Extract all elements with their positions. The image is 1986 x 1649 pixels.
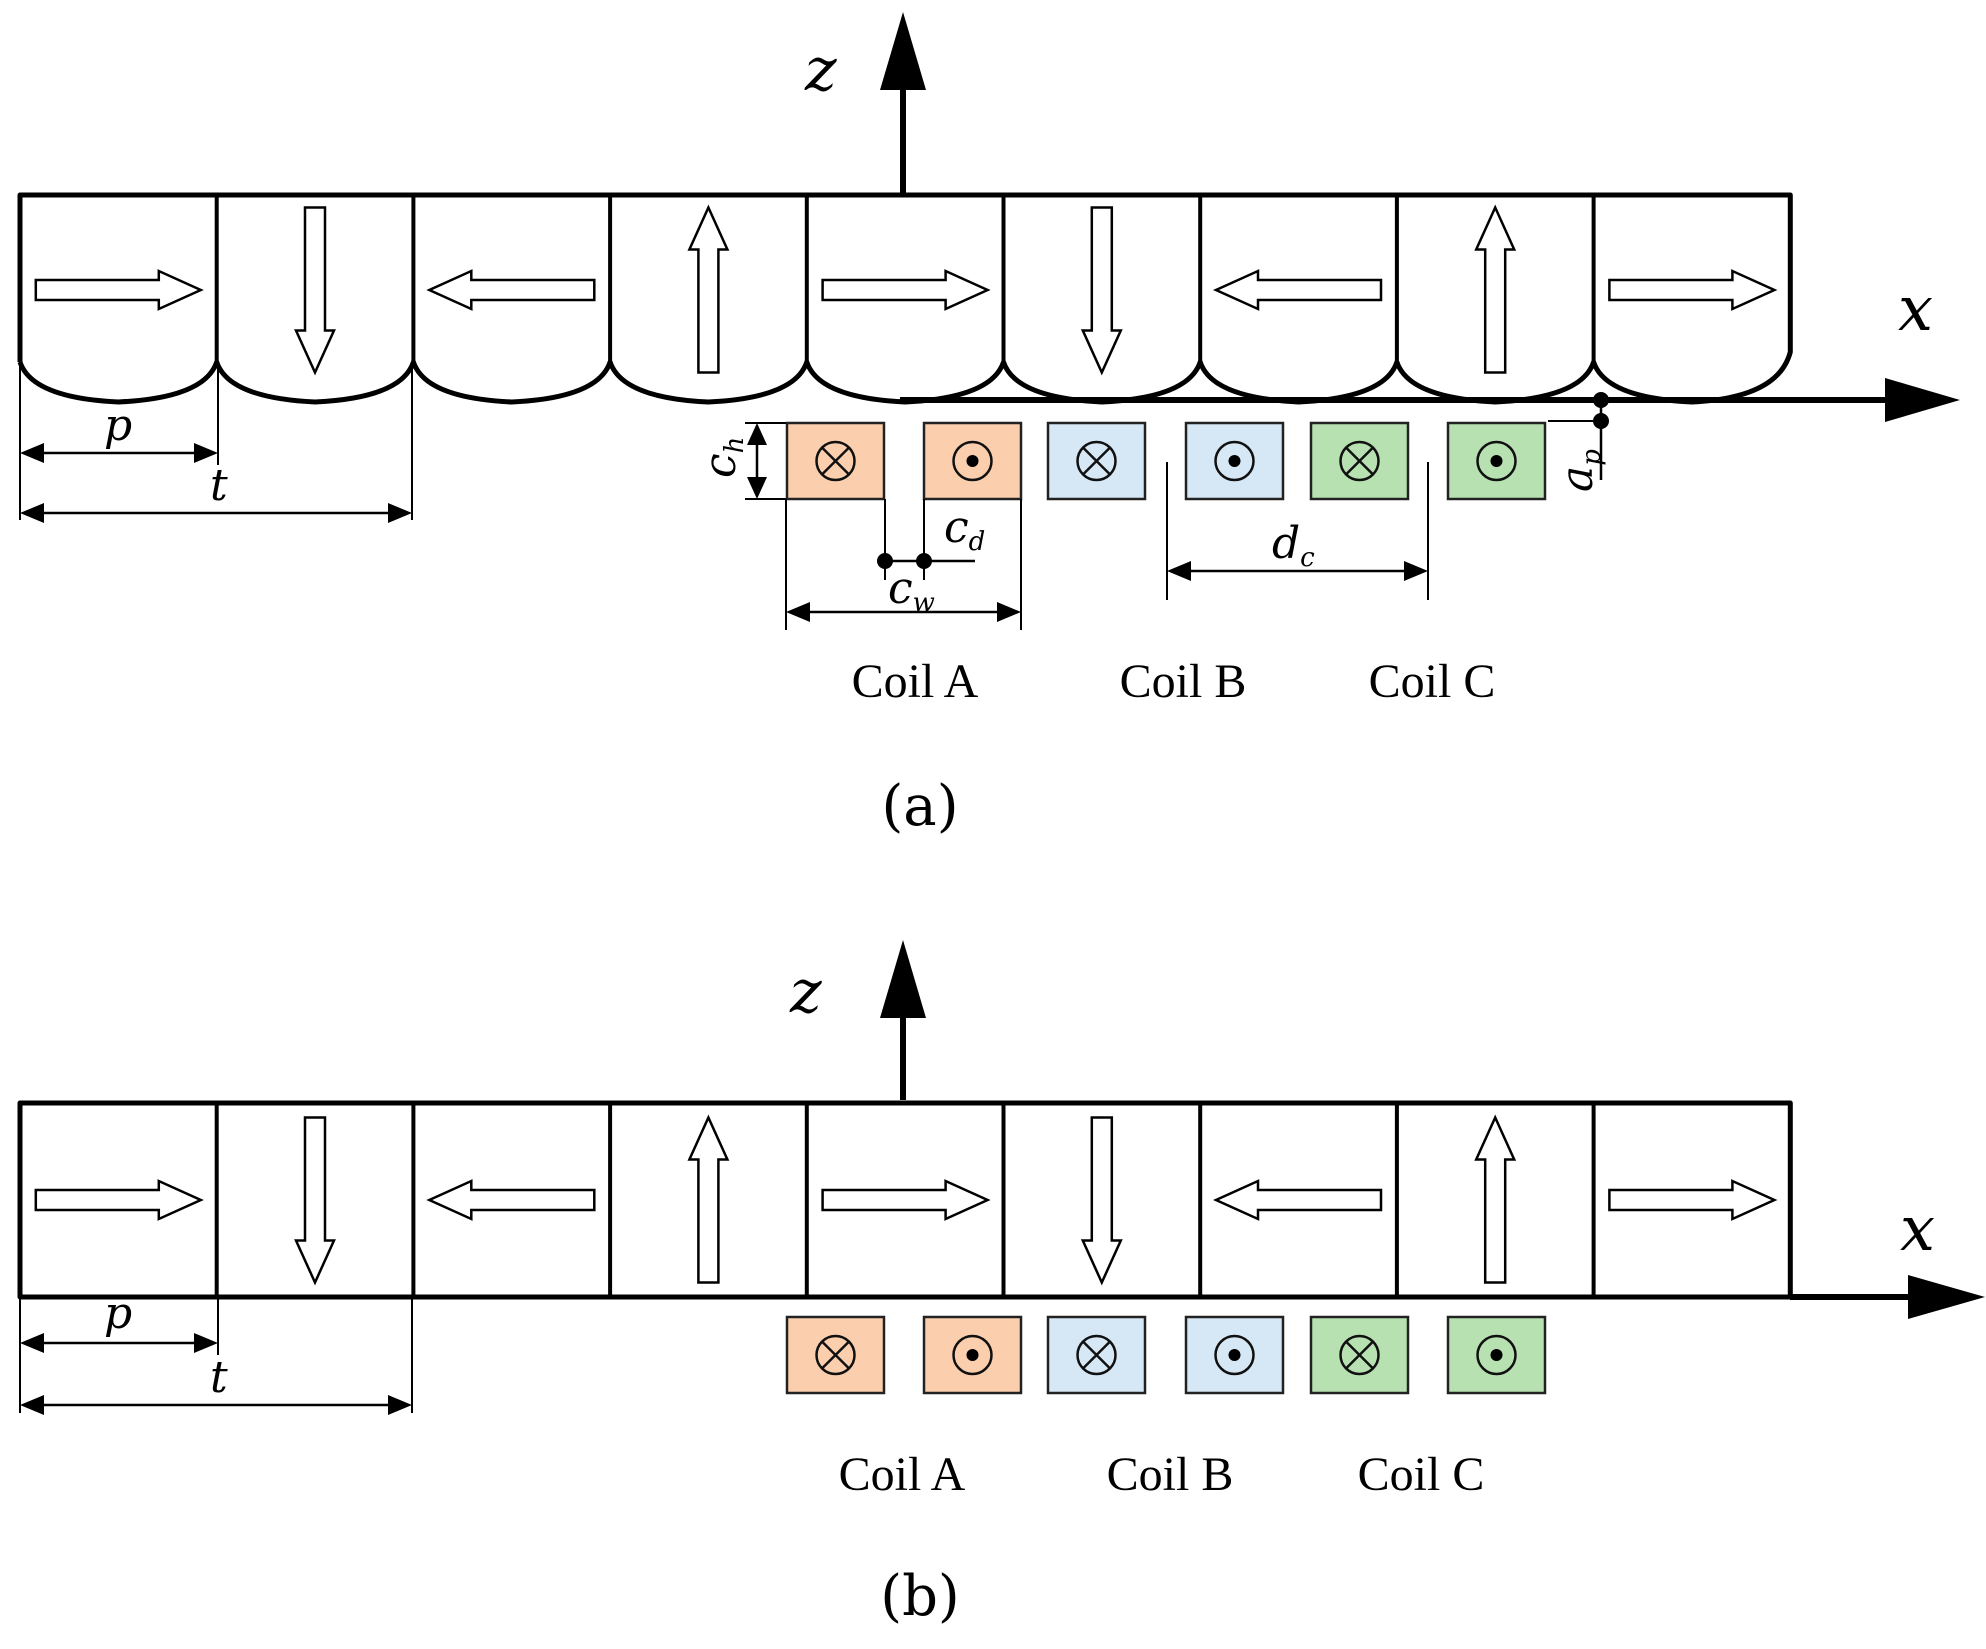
panel-a-label: (a) [881, 774, 958, 839]
coil-c-label: Coil C [1369, 655, 1496, 708]
circle-cross-icon [815, 1334, 856, 1376]
coil-row [785, 1315, 1547, 1395]
magnet-array [17, 1100, 1793, 1300]
coil-c-label: Coil C [1358, 1448, 1485, 1501]
dimension-t-label: t [210, 1352, 228, 1403]
magnet-array [17, 192, 1793, 405]
x-axis-arrowhead [1908, 1275, 1985, 1319]
magnetization-arrow-left [1212, 1179, 1383, 1221]
dimension-ap-label: ap [1552, 449, 1607, 492]
coil-a-label: Coil A [839, 1448, 966, 1501]
x-axis-label: x [1900, 1192, 1935, 1265]
circle-cross-icon [1076, 440, 1117, 482]
circle-dot-icon [952, 1334, 993, 1376]
coil-row [785, 421, 1547, 501]
dimension-t-label: t [210, 460, 228, 511]
coil-c-in [1309, 421, 1410, 501]
z-axis-arrowhead [880, 940, 926, 1018]
circle-cross-icon [815, 440, 856, 482]
dimension-t: t [20, 1352, 412, 1415]
magnetization-arrow-left [426, 1179, 596, 1221]
magnetization-arrow-right [821, 269, 991, 311]
circle-dot-icon [1214, 440, 1255, 482]
panel-b-label: (b) [880, 1564, 960, 1629]
magnetization-arrow-down [1080, 1116, 1123, 1286]
magnetization-arrow-down [1080, 206, 1123, 376]
circle-cross-icon [1339, 440, 1380, 482]
z-axis-label: z [804, 35, 837, 105]
magnetization-arrow-right [34, 269, 204, 311]
circle-dot-icon [1476, 1334, 1517, 1376]
circle-dot-icon [1476, 440, 1517, 482]
magnetization-arrow-up [687, 1114, 730, 1284]
coil-a-in [785, 421, 886, 501]
coil-c-in [1309, 1315, 1410, 1395]
dimension-ap: ap [1548, 392, 1609, 492]
dimension-ch-label: ch [695, 437, 750, 478]
coil-a-label: Coil A [852, 655, 979, 708]
dimension-dc: dc [1166, 462, 1429, 600]
coil-b-label: Coil B [1107, 1448, 1234, 1501]
panel-b: z x p t Coil A Coil B Coil C [17, 940, 1985, 1629]
coil-b-label: Coil B [1120, 655, 1247, 708]
dimension-cd: cd [877, 499, 985, 580]
magnetization-arrow-up [1474, 1114, 1517, 1284]
magnetization-arrow-right [821, 1179, 991, 1221]
magnetization-arrow-right [34, 1179, 204, 1221]
magnetization-arrow-left [1212, 269, 1383, 311]
coil-a-in [785, 1315, 886, 1395]
magnetization-arrow-up [687, 204, 730, 374]
coil-a-out [922, 1315, 1023, 1395]
dimension-cd-label: cd [944, 502, 985, 557]
coil-b-out [1184, 1315, 1285, 1395]
dimension-p-label: p [104, 400, 132, 451]
x-axis-arrowhead [1885, 378, 1960, 422]
dimension-cw: cw [785, 499, 1022, 630]
coil-b-out [1184, 421, 1285, 501]
x-axis-label: x [1898, 272, 1933, 345]
circle-dot-icon [1214, 1334, 1255, 1376]
circle-dot-icon [952, 440, 993, 482]
panel-a: z x p t [17, 12, 1960, 839]
magnetization-arrow-down [294, 1116, 336, 1286]
dimension-ch: ch [695, 422, 786, 500]
circle-cross-icon [1076, 1334, 1117, 1376]
magnet-array-outline [17, 1100, 1793, 1300]
magnetization-arrow-down [294, 206, 336, 376]
coil-b-in [1046, 1315, 1147, 1395]
coil-b-in [1046, 421, 1147, 501]
z-axis-arrowhead [880, 12, 926, 90]
dimension-p: p [19, 1288, 413, 1413]
magnet-array-outline [17, 192, 1793, 405]
magnetization-arrow-right [1608, 1179, 1778, 1221]
magnetization-arrow-left [426, 269, 596, 311]
z-axis-label: z [789, 957, 822, 1027]
coil-a-out [922, 421, 1023, 501]
dimension-p: p [19, 362, 413, 520]
dimension-dc-label: dc [1272, 518, 1315, 573]
magnetization-arrow-up [1474, 204, 1517, 374]
dimension-t: t [20, 460, 412, 523]
circle-cross-icon [1339, 1334, 1380, 1376]
coil-c-out [1446, 1315, 1547, 1395]
dimension-p-label: p [104, 1288, 132, 1339]
dimension-cw-label: cw [888, 563, 935, 618]
magnetization-arrow-right [1608, 269, 1778, 311]
coil-c-out [1446, 421, 1547, 501]
